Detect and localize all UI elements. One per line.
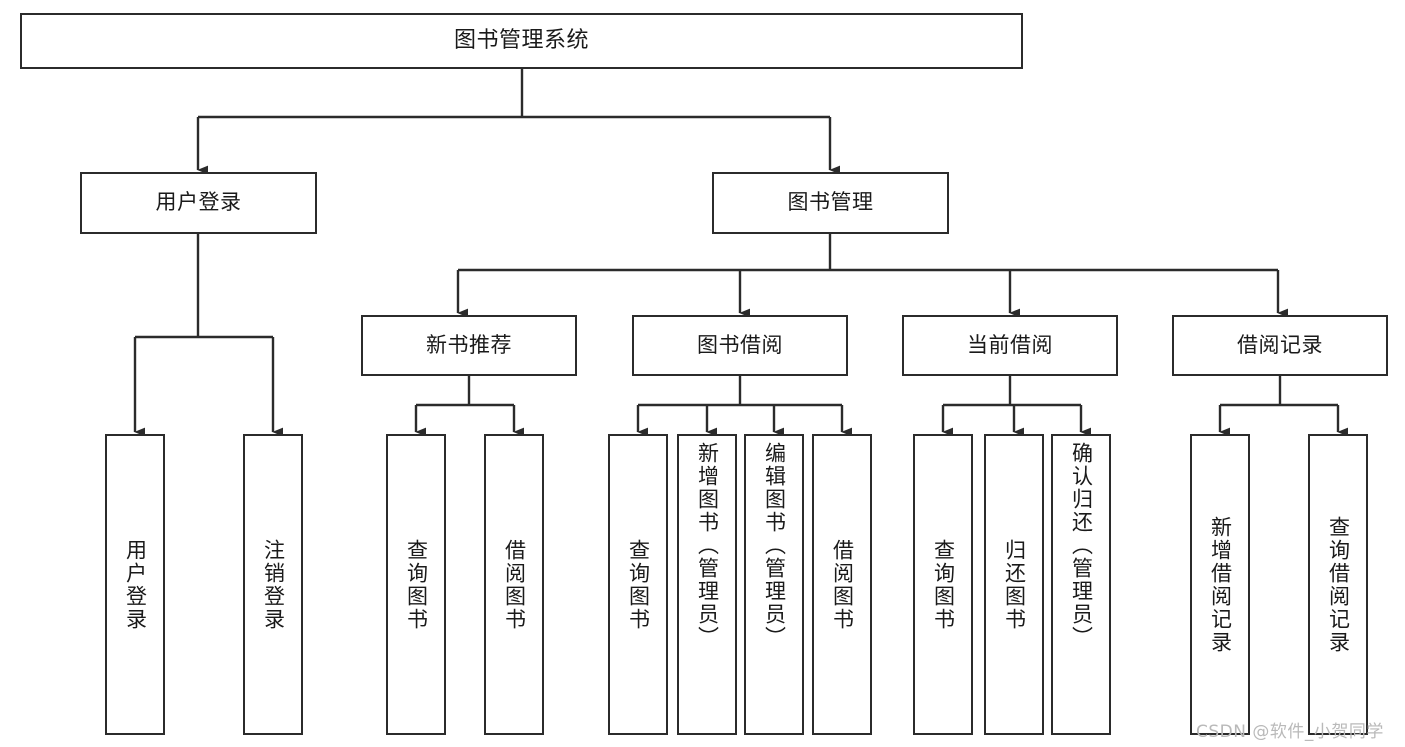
connectors-user-login: [133, 234, 284, 437]
connectors-book-mgmt: [456, 234, 1289, 318]
node-user-login-label: 用户登录: [155, 190, 242, 215]
node-root[interactable]: 图书管理系统: [20, 13, 1023, 69]
leaf-edit-book-admin[interactable]: 编辑图书（管理员）: [744, 434, 804, 735]
connectors-borrow: [636, 376, 853, 437]
leaf-return-book[interactable]: 归还图书: [984, 434, 1044, 735]
node-new-book-recommend[interactable]: 新书推荐: [361, 315, 577, 376]
leaf-add-book-admin-label: 新增图书（管理员）: [695, 442, 720, 649]
leaf-confirm-return-admin[interactable]: 确认归还（管理员）: [1051, 434, 1111, 735]
leaf-logout-label: 注销登录: [261, 538, 286, 631]
connectors-new-book: [414, 376, 525, 437]
node-root-label: 图书管理系统: [453, 27, 589, 53]
leaf-edit-book-admin-label: 编辑图书（管理员）: [762, 442, 787, 649]
connectors-current-borrow: [941, 376, 1092, 437]
leaf-query-borrow-record-label: 查询借阅记录: [1326, 515, 1351, 654]
node-user-login[interactable]: 用户登录: [80, 172, 317, 234]
node-book-management[interactable]: 图书管理: [712, 172, 949, 234]
leaf-borrow-book-recommend-label: 借阅图书: [502, 538, 527, 631]
leaf-borrow-book[interactable]: 借阅图书: [812, 434, 872, 735]
node-current-borrow-label: 当前借阅: [967, 332, 1053, 357]
node-new-book-recommend-label: 新书推荐: [426, 332, 512, 357]
leaf-query-current-book-label: 查询图书: [931, 538, 956, 631]
node-book-borrow-label: 图书借阅: [697, 332, 783, 357]
connectors-root: [196, 69, 841, 175]
leaf-query-book-recommend[interactable]: 查询图书: [386, 434, 446, 735]
leaf-borrow-book-recommend[interactable]: 借阅图书: [484, 434, 544, 735]
leaf-query-book-recommend-label: 查询图书: [404, 538, 429, 631]
node-borrow-records-label: 借阅记录: [1237, 332, 1323, 357]
node-current-borrow[interactable]: 当前借阅: [902, 315, 1118, 376]
leaf-add-borrow-record-label: 新增借阅记录: [1208, 515, 1233, 654]
node-borrow-records[interactable]: 借阅记录: [1172, 315, 1388, 376]
leaf-query-book-label: 查询图书: [626, 538, 651, 631]
leaf-query-book[interactable]: 查询图书: [608, 434, 668, 735]
watermark: CSDN @软件_小贺同学: [1196, 722, 1384, 742]
leaf-logout[interactable]: 注销登录: [243, 434, 303, 735]
node-book-borrow[interactable]: 图书借阅: [632, 315, 848, 376]
node-book-management-label: 图书管理: [787, 190, 874, 215]
connectors-records: [1218, 376, 1349, 437]
leaf-borrow-book-label: 借阅图书: [830, 538, 855, 631]
leaf-confirm-return-admin-label: 确认归还（管理员）: [1069, 442, 1094, 649]
leaf-add-borrow-record[interactable]: 新增借阅记录: [1190, 434, 1250, 735]
leaf-return-book-label: 归还图书: [1002, 538, 1027, 631]
leaf-query-borrow-record[interactable]: 查询借阅记录: [1308, 434, 1368, 735]
leaf-user-login[interactable]: 用户登录: [105, 434, 165, 735]
leaf-query-current-book[interactable]: 查询图书: [913, 434, 973, 735]
leaf-add-book-admin[interactable]: 新增图书（管理员）: [677, 434, 737, 735]
leaf-user-login-label: 用户登录: [123, 538, 148, 631]
